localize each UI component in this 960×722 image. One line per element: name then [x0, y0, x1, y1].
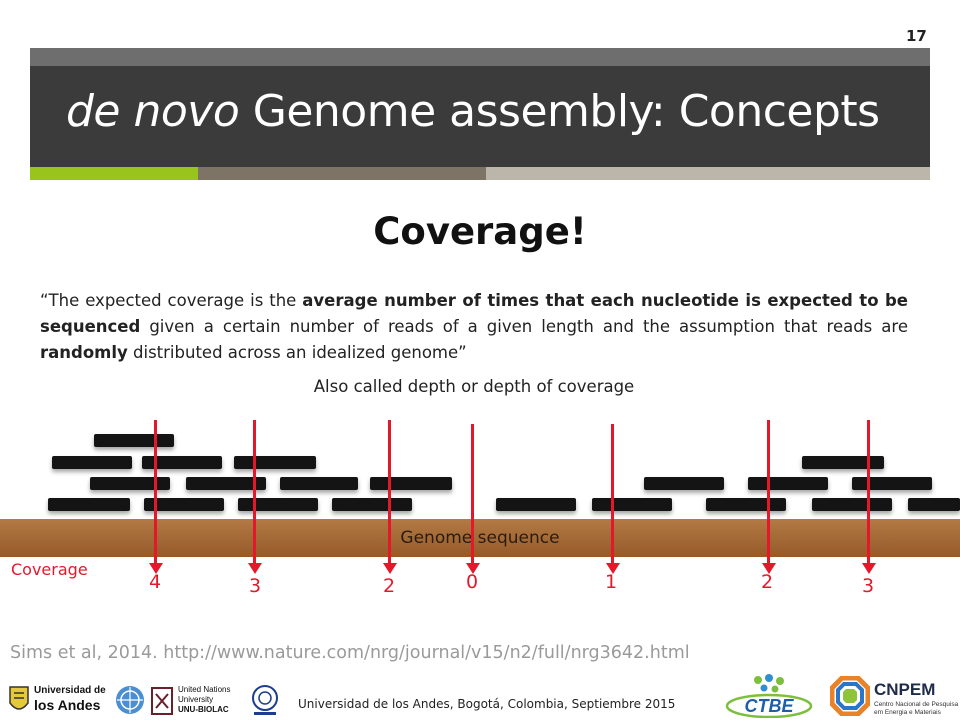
genome-sequence-bar: [0, 519, 960, 557]
coverage-heading: Coverage!: [373, 210, 587, 253]
read-fragment: [332, 498, 412, 511]
read-fragment: [186, 477, 266, 490]
arrow-head-icon: [247, 563, 262, 574]
arrow-head-icon: [148, 563, 163, 574]
arrow-head-icon: [761, 563, 776, 574]
unu-biolac-logo: United Nations University UNU-BIOLAC: [150, 684, 245, 718]
coverage-arrow: [471, 424, 474, 566]
footer-institution: Universidad de los Andes, Bogotá, Colomb…: [298, 697, 676, 711]
uniandes-crest-icon: [9, 686, 29, 710]
read-fragment: [142, 456, 222, 469]
cnpem-text: CNPEM: [874, 680, 936, 699]
read-fragment: [852, 477, 932, 490]
definition-quote: “The expected coverage is the average nu…: [40, 288, 908, 366]
coverage-arrow: [867, 420, 870, 566]
read-fragment: [280, 477, 358, 490]
coverage-arrow: [253, 420, 256, 566]
coverage-value: 0: [465, 571, 479, 593]
coverage-arrow: [611, 424, 614, 566]
title-band-shadow: [30, 48, 930, 68]
coverage-value: 2: [760, 571, 774, 593]
quote-mid: given a certain number of reads of a giv…: [140, 317, 908, 336]
read-fragment: [802, 456, 884, 469]
un-globe-icon: [116, 686, 144, 714]
coverage-value: 4: [148, 571, 162, 593]
accent-stripe-gray: [486, 167, 930, 180]
read-fragment: [234, 456, 316, 469]
read-fragment: [706, 498, 786, 511]
ctbe-logo: CTBE: [724, 674, 814, 719]
arrow-head-icon: [465, 563, 480, 574]
united-nations-emblem: [114, 684, 146, 716]
read-fragment: [748, 477, 828, 490]
also-called-text: Also called depth or depth of coverage: [313, 377, 635, 396]
uniandes-line1: Universidad de: [34, 685, 106, 696]
coverage-value: 3: [248, 575, 262, 597]
read-fragment: [496, 498, 576, 511]
title-italic: de novo: [66, 86, 240, 137]
title-band: [30, 66, 930, 167]
coverage-arrow: [388, 420, 391, 566]
bios-badge-icon: [252, 685, 278, 715]
coverage-arrow: [767, 420, 770, 566]
accent-stripe-green: [30, 167, 198, 180]
read-fragment: [370, 477, 452, 490]
read-fragment: [812, 498, 892, 511]
cnpem-sub2: em Energia e Materiais: [874, 709, 941, 716]
read-fragment: [94, 434, 174, 447]
unu-emblem-icon: [151, 687, 173, 715]
read-fragment: [48, 498, 130, 511]
read-fragment: [238, 498, 318, 511]
read-fragment: [644, 477, 724, 490]
title-rest: Genome assembly: Concepts: [239, 86, 880, 137]
unu-line1: United Nations: [178, 685, 231, 694]
cnpem-octagon-icon: [830, 676, 870, 716]
quote-bold-randomly: randomly: [40, 343, 128, 362]
accent-stripe-brown: [198, 167, 486, 180]
coverage-value: 2: [382, 575, 396, 597]
arrow-head-icon: [605, 563, 620, 574]
reference-citation: Sims et al, 2014. http://www.nature.com/…: [10, 643, 690, 663]
bios-logo: [248, 684, 282, 718]
arrow-head-icon: [861, 563, 876, 574]
cnpem-logo: CNPEM Centro Nacional de Pesquisa em Ene…: [830, 676, 958, 720]
ctbe-molecule-icon: [725, 674, 813, 719]
cnpem-sub1: Centro Nacional de Pesquisa: [874, 701, 959, 708]
slide-number: 17: [906, 27, 927, 45]
unu-line3: UNU-BIOLAC: [178, 705, 229, 714]
quote-end: distributed across an idealized genome”: [127, 343, 467, 362]
unu-line2: University: [178, 695, 214, 704]
ctbe-text: CTBE: [744, 696, 794, 716]
slide-title: de novo Genome assembly: Concepts: [66, 86, 880, 137]
arrow-head-icon: [382, 563, 397, 574]
coverage-arrow: [154, 420, 157, 566]
read-fragment: [90, 477, 170, 490]
coverage-value: 1: [604, 571, 618, 593]
genome-sequence-label: Genome sequence: [400, 528, 560, 548]
coverage-axis-label: Coverage: [11, 560, 88, 579]
quote-open: “The expected coverage is the: [40, 291, 303, 310]
read-fragment: [52, 456, 132, 469]
read-fragment: [144, 498, 224, 511]
coverage-value: 3: [861, 575, 875, 597]
uniandes-logo: Universidad de los Andes: [8, 683, 108, 717]
read-fragment: [908, 498, 960, 511]
read-fragment: [592, 498, 672, 511]
uniandes-line2: los Andes: [34, 697, 101, 713]
quote-bold-average: average number of times that each nucleo…: [40, 291, 908, 336]
